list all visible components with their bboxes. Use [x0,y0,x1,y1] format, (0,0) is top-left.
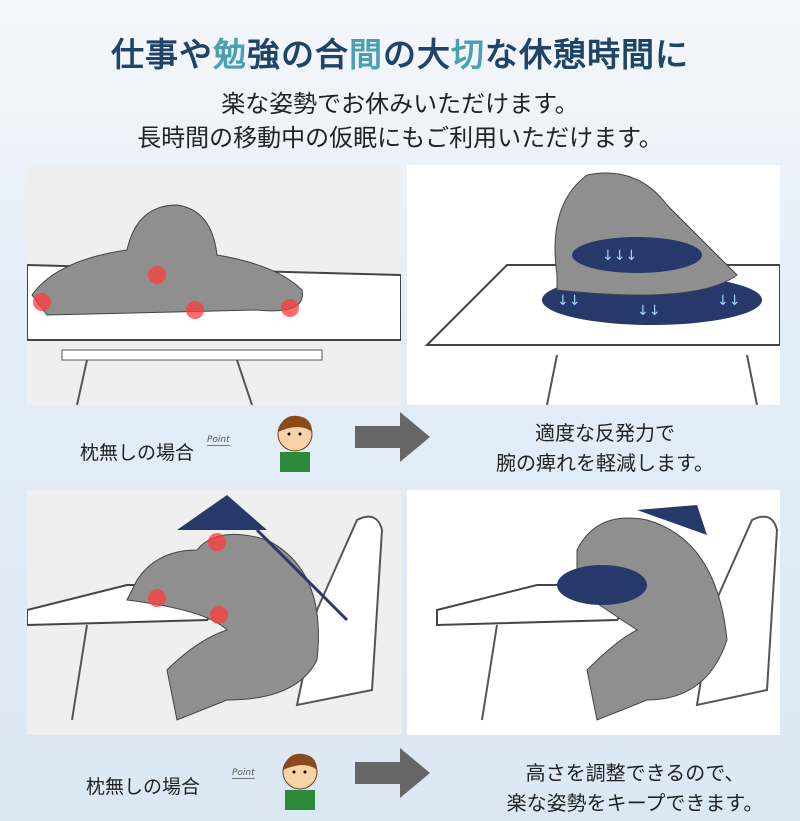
pillow-benefit-caption: 適度な反発力で腕の痺れを軽減します。 [435,418,775,478]
headline-highlight: 切 [451,35,485,74]
caption-line: 腕の痺れを軽減します。 [496,451,714,475]
illustration-pillow-posture [407,490,780,735]
subtitle-line-2: 長時間の移動中の仮眠にもご利用いただけます。 [137,124,663,152]
headline-part: の大 [383,35,451,74]
caption-line: 高さを調整できるので、 [525,761,745,785]
headline-part: 強の合 [247,35,349,74]
illustration-pillow-desk: ↓↓↓↓↓↓↓↓↓ [407,165,780,405]
svg-text:↓↓: ↓↓ [717,293,740,309]
point-label: Point [207,435,230,446]
boy-mascot-icon [282,753,318,810]
caption-line: 適度な反発力で [535,421,675,445]
arrow-right-icon [355,748,430,798]
caption-line: 楽な姿勢をキープできます。 [506,791,764,815]
arrow-right-icon [355,412,430,462]
svg-text:↓↓↓: ↓↓↓ [602,248,637,264]
no-pillow-caption: 枕無しの場合 [80,442,195,464]
headline-highlight: 間 [349,35,383,74]
headline: 仕事や勉強の合間の大切な休憩時間に [0,28,800,76]
boy-mascot-icon [277,415,313,472]
headline-part: な休憩時間に [485,35,689,74]
svg-text:↓↓: ↓↓ [557,293,580,309]
headline-highlight: 勉 [213,35,247,74]
point-label: Point [232,768,255,779]
illustration-no-pillow-posture [27,490,401,735]
headline-part: 仕事や [111,35,213,74]
subtitle-line-1: 楽な姿勢でお休みいただけます。 [221,90,579,118]
illustration-no-pillow-desk [27,165,401,405]
svg-text:↓↓: ↓↓ [637,303,660,319]
no-pillow-caption: 枕無しの場合 [86,776,201,798]
pillow-benefit-caption: 高さを調整できるので、楽な姿勢をキープできます。 [465,758,800,818]
